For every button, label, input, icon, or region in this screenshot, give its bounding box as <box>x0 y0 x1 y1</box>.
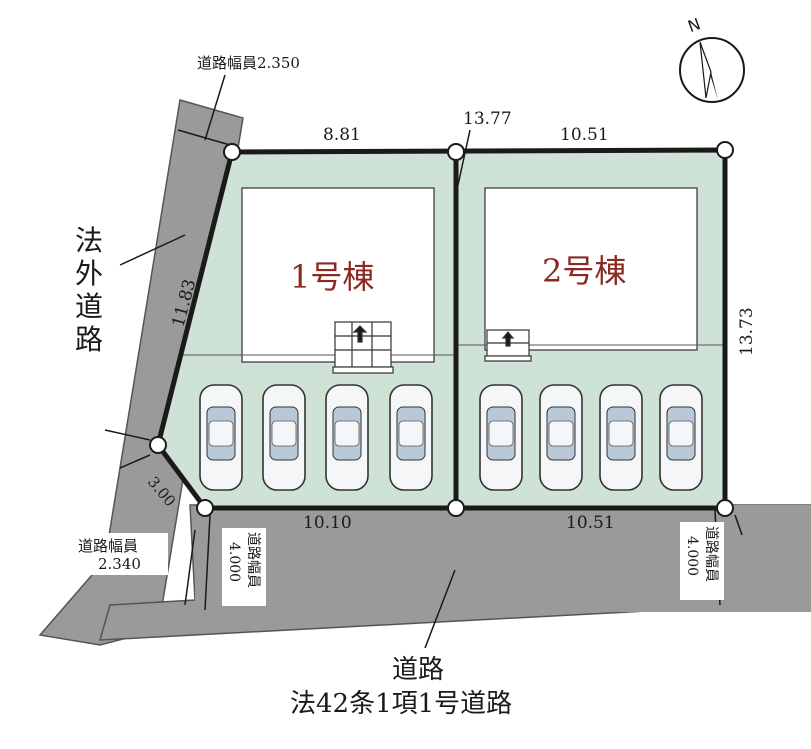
dim-right-side: 13.73 <box>737 307 757 356</box>
svg-text:外: 外 <box>75 257 103 290</box>
svg-text:道路幅員: 道路幅員 <box>78 537 138 555</box>
parked-car <box>325 384 369 491</box>
right-road-edge <box>730 505 811 612</box>
parked-car <box>479 384 523 491</box>
parked-car <box>599 384 643 491</box>
svg-text:法: 法 <box>75 224 103 257</box>
svg-text:路: 路 <box>75 323 103 356</box>
left-road-name: 法 外 道 路 <box>75 224 103 356</box>
compass-north-label: N <box>685 14 703 36</box>
front-road-label: 道路 法42条1項1号道路 <box>280 648 570 720</box>
parked-car <box>389 384 433 491</box>
svg-text:道: 道 <box>75 290 103 323</box>
dim-top-mid: 13.77 <box>463 109 512 129</box>
parked-car <box>262 384 306 491</box>
front-road-width-left: 道路幅員 4.000 <box>222 528 266 606</box>
svg-text:法42条1項1号道路: 法42条1項1号道路 <box>290 689 512 719</box>
front-road-main <box>195 505 811 612</box>
boundary-markers <box>149 141 734 517</box>
north-compass: N <box>679 14 745 103</box>
svg-text:道路幅員: 道路幅員 <box>245 532 261 588</box>
dim-top-lot1: 8.81 <box>323 125 361 145</box>
lot1-entrance <box>332 321 394 374</box>
svg-text:4.000: 4.000 <box>684 536 700 576</box>
svg-text:道路: 道路 <box>392 655 444 685</box>
left-road-width-top: 道路幅員2.350 <box>197 54 300 72</box>
dim-bottom-lot1: 10.10 <box>303 513 352 533</box>
lot2-building <box>484 187 698 351</box>
parked-car <box>659 384 703 491</box>
svg-text:道路幅員: 道路幅員 <box>703 526 719 582</box>
dim-top-lot2: 10.51 <box>560 125 609 145</box>
lot2-entrance <box>484 329 532 362</box>
svg-text:2.340: 2.340 <box>98 555 141 573</box>
parked-car <box>539 384 583 491</box>
svg-text:4.000: 4.000 <box>226 542 242 582</box>
cars-group <box>199 384 703 491</box>
dim-bottom-lot2: 10.51 <box>566 513 615 533</box>
front-road-width-right: 道路幅員 4.000 <box>680 522 724 600</box>
lot2-label: 2号棟 <box>542 252 626 290</box>
lot1-label: 1号棟 <box>290 258 374 296</box>
left-road-width-bottom: 道路幅員 2.340 <box>70 533 168 575</box>
parked-car <box>199 384 243 491</box>
